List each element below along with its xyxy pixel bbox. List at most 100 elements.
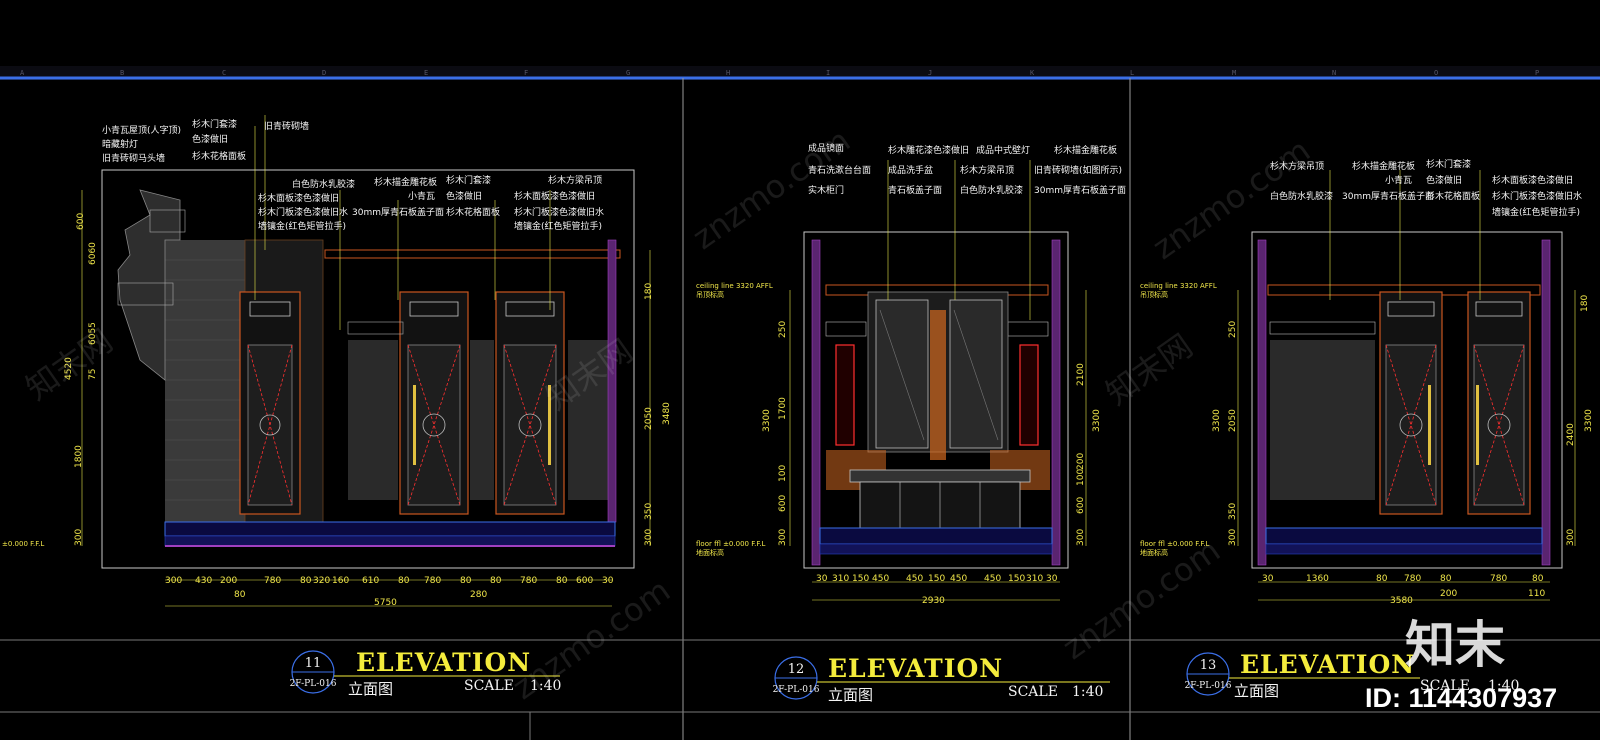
- vdim: 300: [74, 528, 84, 546]
- annotation: 杉木门板漆色漆做旧水: [258, 208, 349, 218]
- hdim: 450: [906, 574, 924, 584]
- hdim: 310: [1026, 574, 1044, 584]
- vdim: 3300: [1584, 409, 1594, 432]
- vdim: 1800: [74, 445, 84, 468]
- hdim: 780: [1490, 574, 1508, 584]
- vdim: 350: [1228, 502, 1238, 520]
- vdim: 300: [1566, 528, 1576, 546]
- elev12-ceiling-label: ceiling line 3320 AFFL: [696, 282, 773, 290]
- annotation: 杉木方梁吊顶: [1270, 162, 1325, 172]
- annotation: 杉木描金雕花板: [374, 178, 438, 188]
- elevation-12-drawing: [789, 160, 1087, 601]
- vdim: 300: [1076, 528, 1086, 546]
- hdim: 450: [950, 574, 968, 584]
- annotation: 杉木描金雕花板: [1054, 146, 1118, 156]
- annotation: 杉木描金雕花板: [1352, 162, 1416, 172]
- axis-letter: C: [222, 69, 227, 77]
- elev12-floor-cn: 地面标高: [696, 549, 724, 557]
- vdim: 200: [1076, 452, 1086, 470]
- hdim: 30: [602, 576, 614, 586]
- annotation: 杉木门套漆: [446, 176, 492, 186]
- hdim: 150: [1008, 574, 1026, 584]
- annotation: 墙镶金(红色矩管拉手): [1492, 208, 1581, 218]
- vdim: 350: [644, 502, 654, 520]
- annotation: 杉木门套漆: [1426, 160, 1472, 170]
- elev12-wall-lamp-left: [835, 344, 855, 446]
- vdim: 3300: [762, 409, 772, 432]
- vdim: 3480: [662, 402, 672, 425]
- axis-letter: G: [626, 69, 631, 77]
- elev11-subtitle: 立面图: [348, 680, 394, 698]
- image-id-label: ID: 1144307937: [1365, 683, 1558, 713]
- hdim: 80: [556, 576, 568, 586]
- elev12-frame: [803, 231, 1069, 569]
- elev12-scale-value: 1:40: [1072, 684, 1104, 700]
- annotation: 成品中式壁灯: [976, 146, 1031, 156]
- annotation: 30mm厚青石板盖子面: [352, 208, 444, 218]
- hdim: 80: [490, 576, 502, 586]
- elev12-mirror-left: [875, 299, 929, 449]
- vdim: 100: [1076, 468, 1086, 486]
- vdim: 250: [1228, 320, 1238, 338]
- annotation: 30mm厚青石板盖子面: [1342, 192, 1434, 202]
- annotation: 成品洗手盆: [888, 166, 934, 176]
- annotation: 杉木花格面板: [446, 208, 501, 218]
- annotation: 旧青砖砌马头墙: [102, 154, 166, 164]
- elev11-scale-label: SCALE: [464, 678, 514, 694]
- annotation: 杉木门板漆色漆做旧水: [514, 208, 605, 218]
- vdim: 2400: [1566, 423, 1576, 446]
- annotation: 暗藏射灯: [102, 140, 139, 150]
- elev11-doors: [239, 291, 565, 515]
- axis-letter: L: [1130, 69, 1135, 77]
- elev12-ceiling-cn: 吊顶标高: [696, 291, 724, 299]
- hdim: 30: [816, 574, 828, 584]
- annotation: 墙镶金(红色矩管拉手): [258, 222, 347, 232]
- annotation: 白色防水乳胶漆: [292, 180, 356, 190]
- annotation: 小青瓦屋顶(人字顶): [102, 126, 182, 136]
- vdim: 2100: [1076, 363, 1086, 386]
- hdim: 80: [1532, 574, 1544, 584]
- hdim: 200: [220, 576, 238, 586]
- annotation: 实木柜门: [808, 186, 845, 196]
- hdim: 80: [300, 576, 312, 586]
- brand-logo: 知末: [1405, 616, 1505, 674]
- hdim: 80: [1376, 574, 1388, 584]
- annotation: 杉木花格面板: [1426, 192, 1481, 202]
- axis-letter: P: [1535, 69, 1540, 77]
- hdim: 430: [195, 576, 213, 586]
- hdim: 310: [832, 574, 850, 584]
- hdim: 610: [362, 576, 380, 586]
- vdim: 600: [1076, 496, 1086, 514]
- vdim: 300: [778, 528, 788, 546]
- elev12-title: ELEVATION: [828, 654, 1004, 683]
- axis-letter: I: [826, 69, 831, 77]
- vdim: 2050: [644, 407, 654, 430]
- annotation: 杉木花格面板: [192, 152, 247, 162]
- elev13-number: 13: [1199, 658, 1217, 673]
- hdim: 150: [928, 574, 946, 584]
- axis-letter: H: [726, 69, 731, 77]
- hdim-subtotal: 80: [234, 590, 246, 600]
- elevation-11-drawing: [81, 115, 651, 607]
- annotation: 杉木面板漆色漆做旧: [1492, 176, 1574, 186]
- axis-letter: B: [120, 69, 125, 77]
- elev11-gable-wall: [117, 189, 181, 381]
- axis-letter: D: [322, 69, 327, 77]
- annotation: 青石板盖子面: [888, 186, 943, 196]
- axis-letter: M: [1232, 69, 1237, 77]
- annotation: 色漆做旧: [1426, 176, 1463, 186]
- elev12-floor-label: floor ffl ±0.000 F.F.L: [696, 540, 766, 548]
- vdim: 6060: [88, 242, 98, 265]
- elev13-floor-label: floor ffl ±0.000 F.F.L: [1140, 540, 1210, 548]
- elev13-floor-cn: 地面标高: [1140, 549, 1168, 557]
- vdim: 3300: [1092, 409, 1102, 432]
- elev12-vanity-top: [849, 469, 1031, 483]
- annotation: 成品镜面: [808, 144, 845, 154]
- elev12-sheet-ref: 2F-PL-016: [772, 685, 820, 695]
- hdim: 30: [1262, 574, 1274, 584]
- elev11-total-width: 5750: [374, 598, 397, 608]
- axis-letter: A: [20, 69, 25, 77]
- hdim: 600: [576, 576, 594, 586]
- hdim: 80: [460, 576, 472, 586]
- elev13-frame: [1251, 231, 1563, 569]
